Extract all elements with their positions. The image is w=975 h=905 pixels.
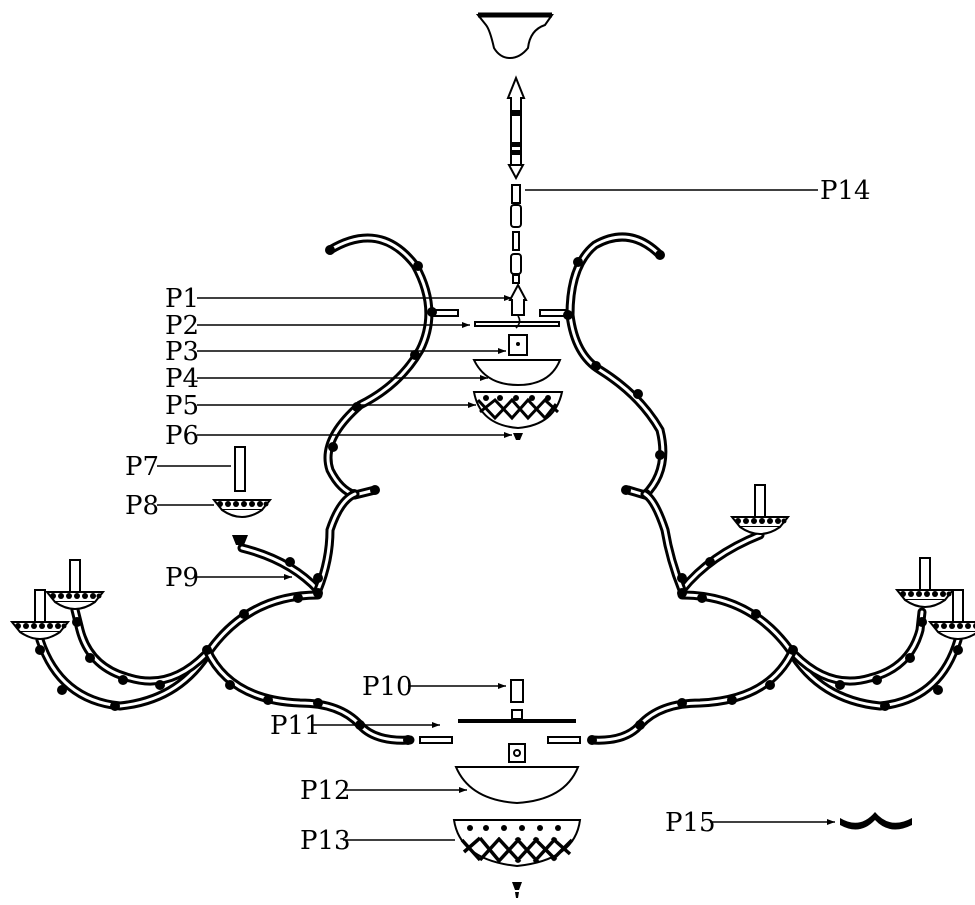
label-p8: P8 — [125, 491, 159, 521]
label-p1: P1 — [165, 284, 199, 314]
center-parts — [472, 315, 564, 440]
sample-candle — [213, 446, 271, 545]
label-p14: P14 — [820, 176, 871, 206]
chain-rod — [506, 75, 526, 284]
part-labels: P14 P1 P2 P3 P4 P5 P6 P7 P8 P9 P10 P11 P… — [125, 176, 871, 856]
label-p9: P9 — [165, 563, 199, 593]
label-p2: P2 — [165, 311, 199, 341]
label-p5: P5 — [165, 391, 199, 421]
leader-lines — [157, 189, 835, 841]
label-p10: P10 — [362, 672, 413, 702]
p15-part — [840, 812, 912, 830]
lower-arms-right — [547, 484, 975, 745]
label-p7: P7 — [125, 452, 159, 482]
lower-arms-left — [11, 489, 453, 745]
label-p3: P3 — [165, 337, 199, 367]
canopy — [475, 12, 554, 60]
top-connector — [425, 282, 573, 317]
label-p4: P4 — [165, 364, 199, 394]
label-p12: P12 — [300, 776, 351, 806]
label-p13: P13 — [300, 826, 351, 856]
label-p11: P11 — [270, 711, 321, 741]
lower-center-parts — [452, 679, 582, 898]
label-p15: P15 — [665, 808, 716, 838]
upper-arms — [323, 232, 668, 501]
label-p6: P6 — [165, 421, 199, 451]
